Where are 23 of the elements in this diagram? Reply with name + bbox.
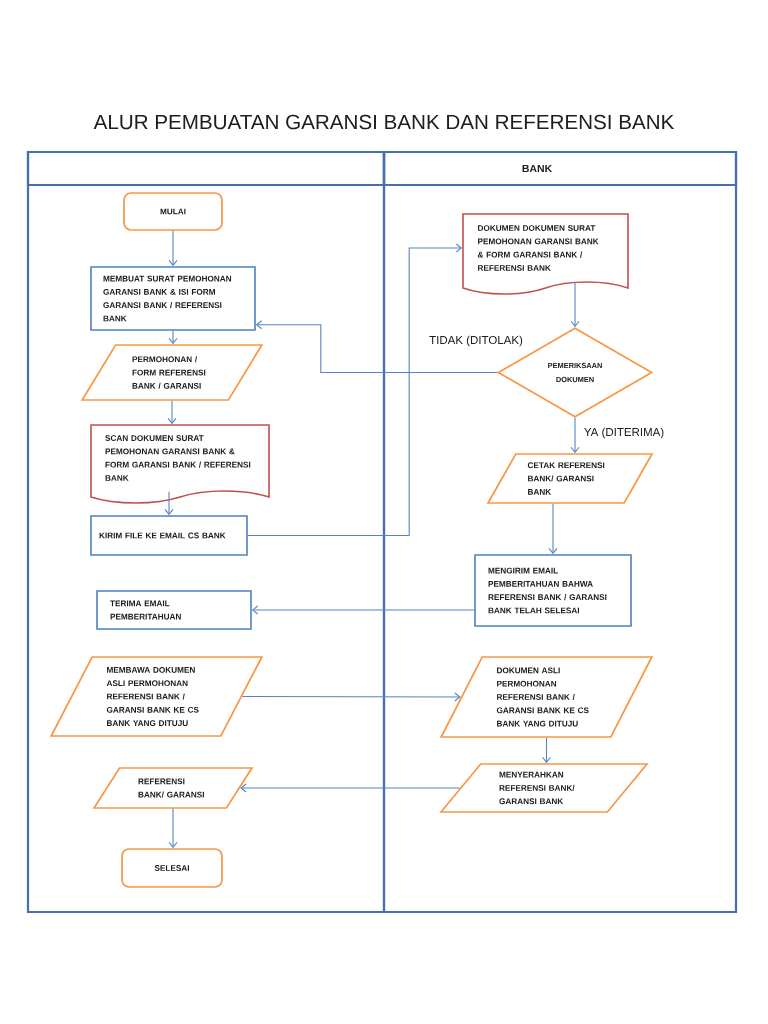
title: ALUR PEMBUATAN GARANSI BANK DAN REFERENSI BANK: [93, 114, 675, 130]
arrow: [168, 808, 178, 849]
arrow: [168, 330, 178, 345]
lane-header: BANK: [382, 150, 738, 187]
edge-label: YA (DITERIMA): [582, 426, 666, 440]
arrow: [255, 320, 498, 374]
arrow: [570, 282, 580, 328]
process-box: KIRIM FILE KE EMAIL CS BANK: [90, 515, 248, 556]
process-box: TERIMA EMAIL PEMBERITAHUAN: [96, 590, 252, 630]
process-box: MEMBUAT SURAT PEMOHONAN GARANSI BANK & ISI FORM GARANSI BANK / REFERENSI BANK: [90, 266, 256, 331]
arrow: [241, 692, 461, 702]
arrow: [247, 243, 463, 537]
arrow: [167, 400, 177, 425]
terminal-box: MULAI: [123, 192, 223, 231]
arrow: [570, 417, 580, 454]
process-box: MENGIRIM EMAIL PEMBERITAHUAN BAHWA REFERENSI BANK / GARANSI BANK TELAH SELESAI: [474, 554, 632, 627]
arrow: [541, 737, 552, 764]
arrow: [251, 605, 475, 615]
arrow: [548, 503, 558, 555]
terminal-box: SELESAI: [121, 848, 223, 888]
arrow: [240, 783, 461, 793]
arrow: [164, 491, 174, 516]
arrow: [168, 230, 178, 267]
